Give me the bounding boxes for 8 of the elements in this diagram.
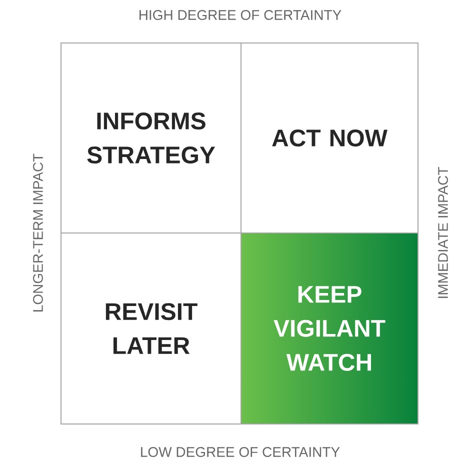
axis-label: LOW DEGREE OF CERTAINTY bbox=[141, 447, 340, 457]
axis-label: LONGER-TERM IMPACT bbox=[33, 154, 43, 312]
quadrant-box: REVISIT LATER bbox=[60, 232, 242, 424]
quadrant-box: ACT NOW bbox=[240, 42, 418, 234]
quadrant-box: KEEP VIGILANT WATCH bbox=[240, 232, 418, 424]
axis-label: HIGH DEGREE OF CERTAINTY bbox=[140, 10, 342, 20]
quadrant-box: INFORMS STRATEGY bbox=[60, 42, 242, 234]
axis-label: IMMEDIATE IMPACT bbox=[438, 167, 448, 298]
